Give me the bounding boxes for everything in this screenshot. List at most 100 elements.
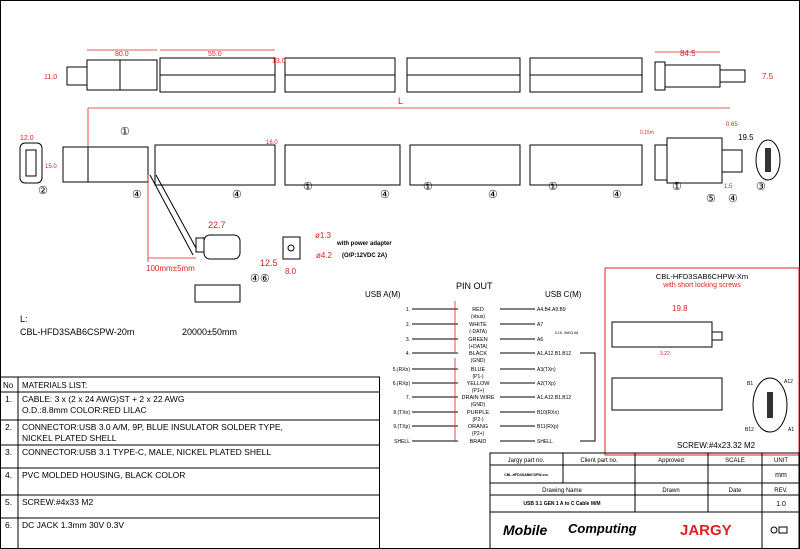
pin-left-label: 1. bbox=[406, 307, 410, 313]
material-description-cont: O.D.:8.8mm COLOR:RED LILAC bbox=[22, 405, 147, 415]
material-description: DC JACK 1.3mm 30V 0.3V bbox=[22, 520, 124, 530]
wire-signal: (P2-) bbox=[472, 417, 483, 423]
wire-color: GREEN bbox=[468, 337, 488, 343]
callout-4: ④ bbox=[380, 189, 390, 201]
material-description-cont: NICKEL PLATED SHELL bbox=[22, 433, 117, 443]
scale-label: SCALE bbox=[725, 458, 745, 464]
material-description: CABLE: 3 x (2 x 24 AWG)ST + 2 x 22 AWG bbox=[22, 394, 184, 404]
pin-right-label: A1.A12.B1.B12 bbox=[537, 351, 571, 357]
callout-1: ① bbox=[423, 181, 433, 193]
projection-symbol-icon bbox=[770, 526, 788, 534]
pin-right-label: A3(TXn) bbox=[537, 367, 556, 373]
pin-row: 5.(RXn)BLUE(P1-)A3(TXn) bbox=[393, 367, 556, 380]
dim-22-7: 22.7 bbox=[208, 220, 226, 230]
main-view: 12.0 15.0 16.0 0.15m 0.65 19.5 1.5 ① ② ④… bbox=[19, 122, 781, 205]
logo-computing: Computing bbox=[568, 521, 637, 536]
length-value: 20000±50mm bbox=[182, 327, 237, 337]
material-description: SCREW:#4x33 M2 bbox=[22, 497, 93, 507]
jargy-part-label: Jargy part no. bbox=[508, 458, 545, 464]
drawing-name: USB 3.1 GEN 1 A to C Cable M/M bbox=[523, 501, 600, 507]
wire-color: BRAID bbox=[470, 439, 487, 445]
wire-color: WHITE bbox=[469, 322, 487, 328]
material-no: 1. bbox=[5, 394, 12, 404]
wire-signal: (GND) bbox=[471, 402, 486, 408]
wire-signal: (vbus) bbox=[471, 314, 485, 320]
jargy-part-number: CBL-HFD3SAB6CSPW-xm bbox=[504, 473, 548, 477]
callout-4: ④ bbox=[728, 193, 738, 205]
dim-1-5: 1.5 bbox=[724, 184, 733, 190]
wire-signal: (P1+) bbox=[472, 388, 485, 394]
adapter-output: (O/P:12VDC 2A) bbox=[342, 253, 387, 259]
rev-label: REV. bbox=[774, 488, 788, 494]
callout-1: ① bbox=[303, 181, 313, 193]
pin-row: 3.GREEN(+DATA)A6 bbox=[406, 337, 544, 350]
dim-11: 11.0 bbox=[44, 74, 57, 81]
pin-row: 6.(RXp) YELLOW(P1+) A2(TXp) bbox=[393, 381, 556, 394]
logo-mobile: Mobile bbox=[503, 522, 548, 538]
approved-label: Approved bbox=[658, 458, 684, 464]
dim-0-65: 0.65 bbox=[726, 122, 738, 128]
adapter-note: with power adapter bbox=[336, 241, 392, 247]
dim-55: 55.0 bbox=[208, 51, 222, 58]
pin-right-label: B11(RXp) bbox=[537, 424, 559, 430]
dim-0-15m: 0.15m bbox=[640, 130, 654, 136]
wire-color: DRAIN WIRE bbox=[462, 395, 495, 401]
pin-left-label: 6.(RXp) bbox=[393, 381, 411, 387]
pin-b12: B12 bbox=[745, 427, 754, 433]
material-description: PVC MOLDED HOUSING, BLACK COLOR bbox=[22, 470, 185, 480]
usb-a-plug bbox=[62, 146, 89, 183]
variant-box: CBL-HFD3SAB6CHPW-Xm with short locking s… bbox=[604, 267, 800, 456]
usb-a-title: USB A(M) bbox=[365, 290, 401, 299]
pin-right-label: A2(TXp) bbox=[537, 381, 556, 387]
pinout-diagram: PIN OUT USB A(M) USB C(M) 1.RED(vbus)A4.… bbox=[365, 281, 596, 445]
dc-jack-face bbox=[282, 236, 301, 260]
dim-15: 15.0 bbox=[45, 164, 57, 170]
wire-color: RED bbox=[472, 307, 484, 313]
callout-1: ① bbox=[120, 126, 130, 138]
material-no: 4. bbox=[5, 470, 12, 480]
wire-color: YELLOW bbox=[467, 381, 491, 387]
date-label: Date bbox=[729, 488, 742, 494]
wire-color: ORANG bbox=[468, 424, 488, 430]
pin-right-label: A1.A12.B1.B12 bbox=[537, 395, 571, 401]
length-part-number: CBL-HFD3SAB6CSPW-20m bbox=[20, 327, 134, 337]
unit-value: mm bbox=[775, 472, 787, 479]
wire-signal: (P2+) bbox=[472, 431, 485, 437]
pin-b1: B1 bbox=[747, 381, 753, 387]
dim-8: 8.0 bbox=[285, 267, 297, 276]
pin-left-label: 9.(TXp) bbox=[393, 424, 410, 430]
pin-left-label: 8.(TXn) bbox=[393, 410, 410, 416]
variant-subtitle: with short locking screws bbox=[662, 282, 741, 289]
dim-phi-4-2: ø4.2 bbox=[316, 251, 333, 260]
materials-header: MATERIALS LIST: bbox=[22, 381, 87, 390]
pin-row: 8.(TXn)PURPLE(P2-)B10(RXn) bbox=[393, 410, 559, 423]
pin-right-label: A6 bbox=[537, 337, 543, 343]
dim-length-L: L bbox=[398, 96, 403, 106]
pin-left-label: 4. bbox=[406, 351, 410, 357]
material-description: CONNECTOR:USB 3.1 TYPE-C, MALE, NICKEL P… bbox=[22, 447, 271, 457]
dim-phi-1-3: ø1.3 bbox=[315, 231, 332, 240]
pin-row: 7.DRAIN WIRE(GND)A1.A12.B1.B12 bbox=[406, 395, 572, 408]
client-part-label: Client part no. bbox=[580, 458, 618, 464]
callout-5: ⑤ bbox=[706, 193, 716, 205]
materials-list: No MATERIALS LIST: 1. CABLE: 3 x (2 x 24 … bbox=[0, 376, 380, 549]
unit-label: UNIT bbox=[774, 458, 788, 464]
callout-1: ① bbox=[548, 181, 558, 193]
callout-4-6: ④⑥ bbox=[250, 273, 270, 285]
dim-19-8: 19.8 bbox=[672, 304, 688, 313]
wire-color: BLACK bbox=[469, 351, 487, 357]
callout-4: ④ bbox=[232, 189, 242, 201]
material-description: CONNECTOR:USB 3.0 A/M, 9P, BLUE INSULATO… bbox=[22, 422, 283, 432]
pin-left-label: 5.(RXn) bbox=[393, 367, 411, 373]
pin-a1: A1 bbox=[788, 427, 794, 433]
screw-note: SCREW:#4x23.32 M2 bbox=[677, 441, 756, 450]
callout-4: ④ bbox=[488, 189, 498, 201]
pin-a12: A12 bbox=[784, 379, 793, 385]
wire-color: BLUE bbox=[471, 367, 486, 373]
dim-12: 12.0 bbox=[20, 135, 34, 142]
variant-title: CBL-HFD3SAB6CHPW-Xm bbox=[656, 272, 748, 281]
dim-84-5: 84.5 bbox=[680, 49, 696, 58]
materials-no-header: No bbox=[3, 381, 14, 390]
dim-100mm: 100mm±5mm bbox=[146, 264, 195, 273]
